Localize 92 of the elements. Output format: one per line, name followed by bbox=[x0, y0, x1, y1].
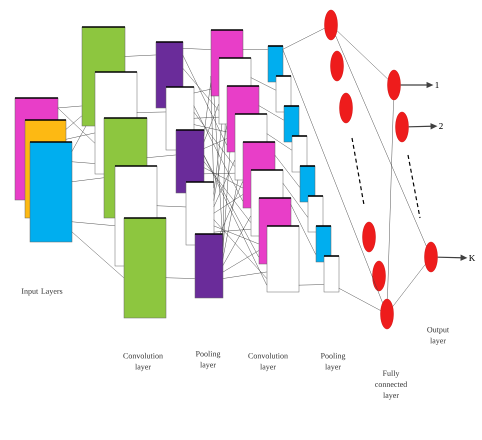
connection-line bbox=[387, 100, 394, 300]
connection-line bbox=[204, 82, 211, 136]
connection-line bbox=[72, 126, 86, 152]
connection-line bbox=[222, 152, 230, 254]
connection-line bbox=[72, 162, 95, 164]
layer-label: Fully connected layer bbox=[375, 370, 408, 400]
connection-line bbox=[146, 154, 176, 158]
neuron-circle bbox=[372, 260, 386, 292]
connection-line bbox=[182, 48, 211, 50]
connection-line bbox=[214, 125, 227, 201]
neuron-circle bbox=[362, 222, 376, 252]
feature-map-box bbox=[30, 141, 72, 242]
output-label: K bbox=[469, 255, 476, 261]
connection-line bbox=[210, 76, 214, 188]
connection-line bbox=[194, 124, 227, 132]
feature-map-box bbox=[124, 217, 166, 318]
connection-line bbox=[282, 182, 308, 218]
connection-line bbox=[66, 116, 82, 130]
connection-line bbox=[222, 180, 238, 260]
connection-line bbox=[194, 112, 235, 167]
feature-map-box bbox=[308, 195, 324, 232]
layer-label: Pooling layer bbox=[196, 350, 220, 370]
connection-line bbox=[204, 161, 251, 223]
connection-line bbox=[204, 154, 259, 258]
connection-line bbox=[204, 154, 267, 286]
connection-line bbox=[242, 49, 268, 50]
feature-map-box bbox=[268, 45, 284, 82]
feature-map-box bbox=[284, 105, 300, 142]
connection-line bbox=[58, 108, 95, 144]
connection-line bbox=[338, 288, 381, 311]
connection-line bbox=[258, 105, 284, 120]
output-label: 2 bbox=[439, 123, 443, 129]
connection-line bbox=[204, 167, 243, 188]
connection-line bbox=[124, 54, 156, 57]
connection-line bbox=[72, 222, 115, 226]
feature-map-box bbox=[276, 75, 292, 112]
output-label: 1 bbox=[436, 82, 439, 88]
layer-label: Convolution layer bbox=[123, 352, 163, 372]
connection-line bbox=[282, 28, 325, 50]
neuron-circle bbox=[324, 10, 338, 40]
connection-line bbox=[166, 278, 195, 279]
connection-line bbox=[290, 204, 316, 255]
connection-line bbox=[136, 112, 166, 113]
connection-line bbox=[335, 36, 427, 246]
neuron-circle bbox=[339, 92, 353, 124]
connection-line bbox=[72, 178, 104, 182]
connection-line bbox=[392, 264, 426, 307]
connection-line bbox=[58, 106, 82, 108]
connection-line bbox=[204, 104, 219, 143]
connection-line bbox=[214, 96, 223, 240]
connection-line bbox=[182, 54, 227, 146]
connection-line bbox=[194, 105, 243, 202]
connection-line bbox=[336, 30, 388, 80]
connection-line bbox=[222, 124, 226, 247]
neuron-circle bbox=[330, 50, 344, 82]
connection-line bbox=[182, 68, 219, 111]
connection-line bbox=[214, 226, 259, 244]
connection-line bbox=[72, 232, 124, 278]
connection-line bbox=[220, 181, 243, 234]
connection-line bbox=[214, 228, 251, 232]
layer-label: Convolution layer bbox=[248, 352, 288, 372]
connection-line bbox=[298, 284, 324, 286]
feature-map-box bbox=[316, 225, 332, 262]
neuron-circle bbox=[395, 112, 409, 142]
layer-label: Input Layers bbox=[22, 288, 62, 296]
connection-line bbox=[194, 116, 219, 118]
connection-line bbox=[222, 250, 259, 272]
feature-map-box bbox=[300, 165, 316, 202]
neuron-circle bbox=[387, 70, 401, 100]
connection-line bbox=[66, 132, 95, 140]
feature-map-box bbox=[266, 225, 300, 292]
neuron-circle bbox=[380, 298, 394, 330]
connection-line bbox=[222, 216, 251, 266]
connection-line bbox=[222, 272, 267, 279]
connection-line bbox=[214, 124, 222, 195]
feature-map-box bbox=[324, 255, 340, 292]
connection-line bbox=[204, 172, 235, 174]
connection-line bbox=[214, 160, 235, 208]
connection-line bbox=[266, 133, 292, 150]
feature-map-box bbox=[292, 135, 308, 172]
layer-label: Pooling layer bbox=[320, 352, 346, 372]
neuron-circle bbox=[424, 242, 438, 272]
layer-label: Output layer bbox=[427, 327, 450, 346]
connection-line bbox=[282, 49, 383, 303]
connection-line bbox=[274, 154, 300, 188]
connection-line bbox=[204, 138, 227, 149]
connection-line bbox=[214, 219, 267, 279]
connection-line bbox=[250, 77, 276, 90]
connection-line bbox=[214, 194, 243, 214]
connection-line bbox=[194, 88, 211, 94]
connection-line bbox=[156, 206, 186, 208]
feature-map-box bbox=[194, 233, 224, 298]
